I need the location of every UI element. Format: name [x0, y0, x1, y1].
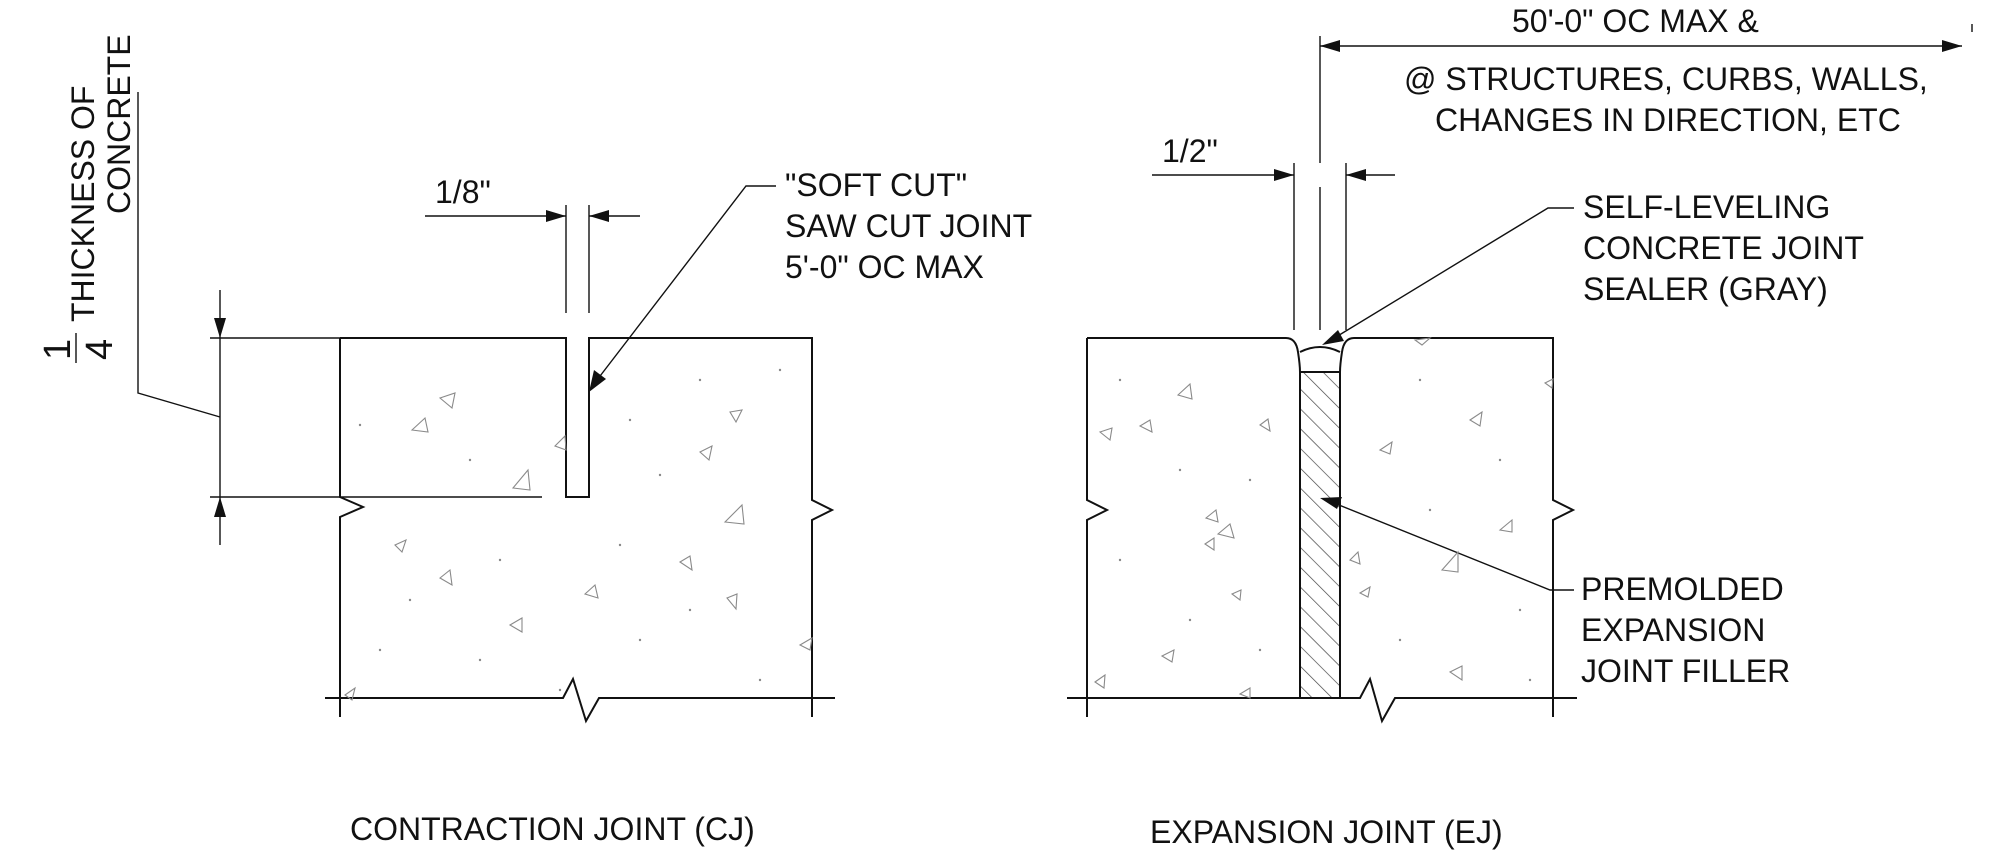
ej-filler-leader [1333, 502, 1574, 591]
cj-callout-line3: 5'-0" OC MAX [785, 249, 984, 285]
ej-sealer-line2: CONCRETE JOINT [1583, 230, 1864, 266]
cj-depth-label-line1: THICKNESS OF [65, 86, 101, 322]
cj-caption: CONTRACTION JOINT (CJ) [350, 811, 755, 847]
ej-width-arrow-left [1274, 169, 1294, 181]
ej-sealer-line3: SEALER (GRAY) [1583, 271, 1828, 307]
cj-width-arrow-left [546, 210, 566, 222]
cj-callout-line2: SAW CUT JOINT [785, 208, 1032, 244]
ej-joint-filler [1299, 371, 1341, 699]
ej-spacing-arrow-left [1320, 40, 1340, 52]
cj-depth-leader [137, 92, 221, 418]
ej-aggregate-texture [1094, 337, 1554, 699]
ej-spacing-arrow-right [1942, 40, 1962, 52]
cj-slab-outline [339, 337, 835, 717]
ej-bottom-break-line [1067, 676, 1577, 724]
cj-bottom-break-line [325, 676, 835, 724]
ej-spacing-line3: CHANGES IN DIRECTION, ETC [1435, 102, 1901, 138]
ej-filler-line3: JOINT FILLER [1581, 653, 1790, 689]
ej-sealer-leader-arrow [1322, 330, 1344, 345]
ej-spacing-line2: @ STRUCTURES, CURBS, WALLS, [1404, 61, 1928, 97]
cj-width-arrow-right [589, 210, 609, 222]
ej-caption: EXPANSION JOINT (EJ) [1150, 814, 1503, 850]
cj-sawcut-leader [596, 185, 776, 381]
contraction-joint-detail: 1/8" 1 4 THICKNESS OF CONCRETE "SOFT CUT… [37, 34, 1032, 847]
cj-aggregate-texture [344, 392, 813, 701]
ej-sealer-surface [1299, 346, 1341, 373]
cj-depth-fraction-denominator: 4 [79, 339, 121, 360]
ej-filler-line1: PREMOLDED [1581, 571, 1784, 607]
ej-spacing-line1: 50'-0" OC MAX & [1512, 3, 1759, 39]
cj-callout-line1: "SOFT CUT" [785, 167, 967, 203]
cj-sawcut-leader-arrow [589, 370, 606, 392]
ej-right-slab-outline [1339, 337, 1576, 717]
ej-filler-line2: EXPANSION [1581, 612, 1765, 648]
ej-left-slab-outline [1086, 337, 1301, 717]
cj-depth-label-line2: CONCRETE [101, 34, 137, 214]
cj-width-dimension-text: 1/8" [435, 174, 491, 210]
ej-width-dimension-text: 1/2" [1162, 133, 1218, 169]
cj-depth-fraction-numerator: 1 [37, 339, 79, 360]
cj-sand-dots [358, 368, 782, 692]
ej-filler-leader-arrow [1320, 497, 1342, 509]
expansion-joint-detail: 1/2" 50'-0" OC MAX & @ STRUCTURES, CURBS… [1067, 3, 1973, 850]
cj-depth-arrow-top [214, 318, 226, 338]
ej-sealer-leader [1335, 207, 1574, 338]
cj-depth-arrow-bottom [214, 497, 226, 517]
ej-sand-dots [1118, 378, 1532, 682]
cj-depth-label: 1 4 THICKNESS OF CONCRETE [37, 34, 137, 363]
ej-width-arrow-right [1346, 169, 1366, 181]
ej-sealer-line1: SELF-LEVELING [1583, 189, 1830, 225]
